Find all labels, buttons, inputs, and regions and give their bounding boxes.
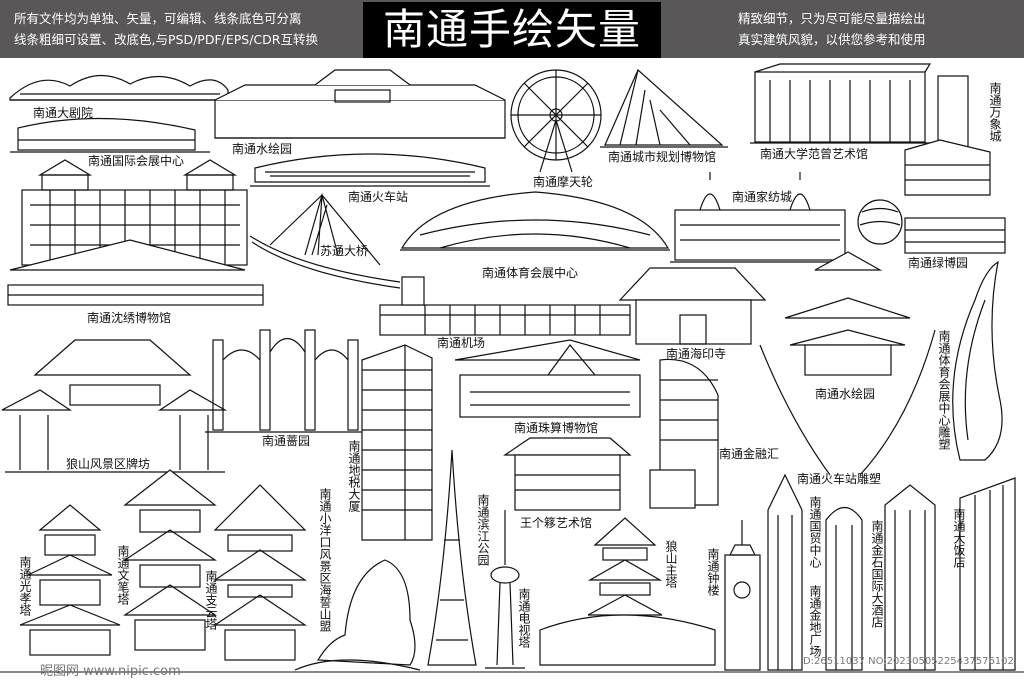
label-trade-center: 南通国贸中心 (808, 496, 822, 568)
bell-tower-drawing (724, 520, 761, 671)
watermark-id: ID:26511037 NO:20230505225437576102 (800, 656, 1014, 667)
label-airport: 南通机场 (437, 336, 486, 350)
label-home-textile-city: 南通家纺城 (732, 190, 793, 204)
label-zhiyun-pagoda: 南通支云塔 (204, 570, 218, 630)
ferris-wheel-drawing (510, 69, 602, 173)
railway-station-drawing (250, 153, 490, 187)
trade-center-drawing (767, 473, 803, 671)
airport-drawing (379, 276, 631, 336)
sports-sculpture-drawing (952, 260, 1003, 461)
haiyin-temple-drawing (618, 267, 767, 345)
label-jindi-plaza: 南通金地广场 (808, 585, 822, 657)
label-bell-tower: 南通钟楼 (706, 548, 720, 596)
embroidery-museum-drawing (7, 159, 264, 306)
qiang-garden-drawing (205, 329, 365, 433)
label-sports-sculpture: 南通体育会展中心雕塑 (937, 330, 951, 450)
label-grand-theater: 南通大剧院 (33, 106, 94, 120)
label-tax-building: 南通地税大厦 (347, 440, 361, 512)
sutong-bridge-drawing (249, 192, 401, 289)
label-langshan-arch: 狼山风景区牌坊 (66, 457, 151, 471)
grand-hotel-drawing (959, 477, 1016, 671)
label-xiaoyangkou: 南通小洋口风景区海誓山盟 (318, 488, 332, 632)
label-art-museum: 南通大学范曾艺术馆 (760, 147, 869, 161)
label-station-sculpture: 南通火车站雕塑 (797, 472, 882, 486)
label-green-expo-park: 南通绿博园 (908, 256, 969, 270)
art-museum-drawing (750, 63, 932, 144)
label-wanxiang-city: 南通万象城 (988, 82, 1002, 142)
header-right-line1: 精致细节，只为尽可能尽量描绘出 (738, 11, 926, 26)
label-binjiang-park: 南通滨江公园 (476, 494, 490, 566)
watermark-site: 昵图网 www.nipic.com (40, 664, 181, 679)
label-sports-center: 南通体育会展中心 (482, 266, 579, 280)
label-planning-museum: 南通城市规划博物馆 (608, 150, 717, 164)
abacus-museum-drawing (454, 339, 641, 418)
label-qiang-garden: 南通蔷园 (262, 434, 311, 448)
label-embroidery-museum: 南通沈绣博物馆 (87, 311, 172, 325)
binjiang-tower-drawing (427, 449, 477, 666)
wenbi-pagoda-drawing (123, 469, 217, 651)
water-garden-pagoda-drawing (759, 251, 936, 476)
page-title: 南通手绘矢量 (363, 2, 661, 58)
jinshi-hotel-drawing (884, 484, 936, 671)
header-left-line2: 线条粗细可设置、改底色,与PSD/PDF/EPS/CDR互转换 (14, 32, 318, 47)
grand-theater-drawing (9, 74, 229, 101)
tv-tower-drawing (485, 510, 525, 669)
label-langshan-pagoda: 狼山主塔 (664, 540, 678, 588)
label-water-garden-top: 南通水绘园 (232, 142, 293, 156)
green-expo-park-drawing (857, 199, 1006, 254)
tax-building-drawing (361, 344, 433, 541)
label-haiyin-temple: 南通海印寺 (666, 347, 727, 361)
convention-center-drawing (10, 117, 210, 153)
label-convention-center: 南通国际会展中心 (88, 154, 185, 168)
water-garden-gate-drawing (214, 69, 506, 139)
planning-museum-drawing (600, 69, 728, 148)
label-ferris-wheel: 南通摩天轮 (533, 175, 594, 189)
label-guangxiao-pagoda: 南通光孝塔 (18, 556, 32, 616)
label-sutong-bridge: 苏通大桥 (320, 244, 369, 258)
wanxiang-city-drawing (904, 75, 991, 196)
home-textile-city-drawing (670, 172, 850, 263)
wang-art-museum-drawing (503, 437, 632, 511)
label-grand-hotel: 南通大饭店 (952, 508, 966, 568)
header-left-text: 所有文件均为单独、矢量，可编辑、线条底色可分离 线条粗细可设置、改底色,与PSD… (14, 8, 364, 50)
label-jinrong-hui: 南通金融汇 (719, 447, 780, 461)
label-railway-station: 南通火车站 (348, 190, 409, 204)
label-abacus-museum: 南通珠算博物馆 (514, 421, 599, 435)
jindi-plaza-drawing (825, 506, 863, 671)
label-water-garden-pagoda: 南通水绘园 (815, 387, 876, 401)
xiaoyangkou-rock-drawing (294, 559, 421, 671)
header-left-line1: 所有文件均为单独、矢量，可编辑、线条底色可分离 (14, 11, 302, 26)
label-wenbi-pagoda: 南通文笔塔 (116, 545, 130, 605)
label-wang-art-museum: 王个簃艺术馆 (520, 516, 593, 530)
zhiyun-pagoda-drawing (213, 484, 307, 661)
sports-center-drawing (400, 191, 670, 251)
label-tv-tower: 南通电视塔 (517, 588, 531, 648)
guangxiao-pagoda-drawing (19, 504, 121, 656)
label-jinshi-hotel: 南通金石国际大酒店 (870, 520, 884, 628)
header-right-line2: 真实建筑风貌，以供您参考和使用 (738, 32, 926, 47)
langshan-pagoda-drawing (539, 517, 716, 666)
langshan-arch-drawing (1, 339, 228, 473)
header-right-text: 精致细节，只为尽可能尽量描绘出 真实建筑风貌，以供您参考和使用 (738, 8, 1024, 50)
jinrong-hui-drawing (649, 358, 719, 509)
